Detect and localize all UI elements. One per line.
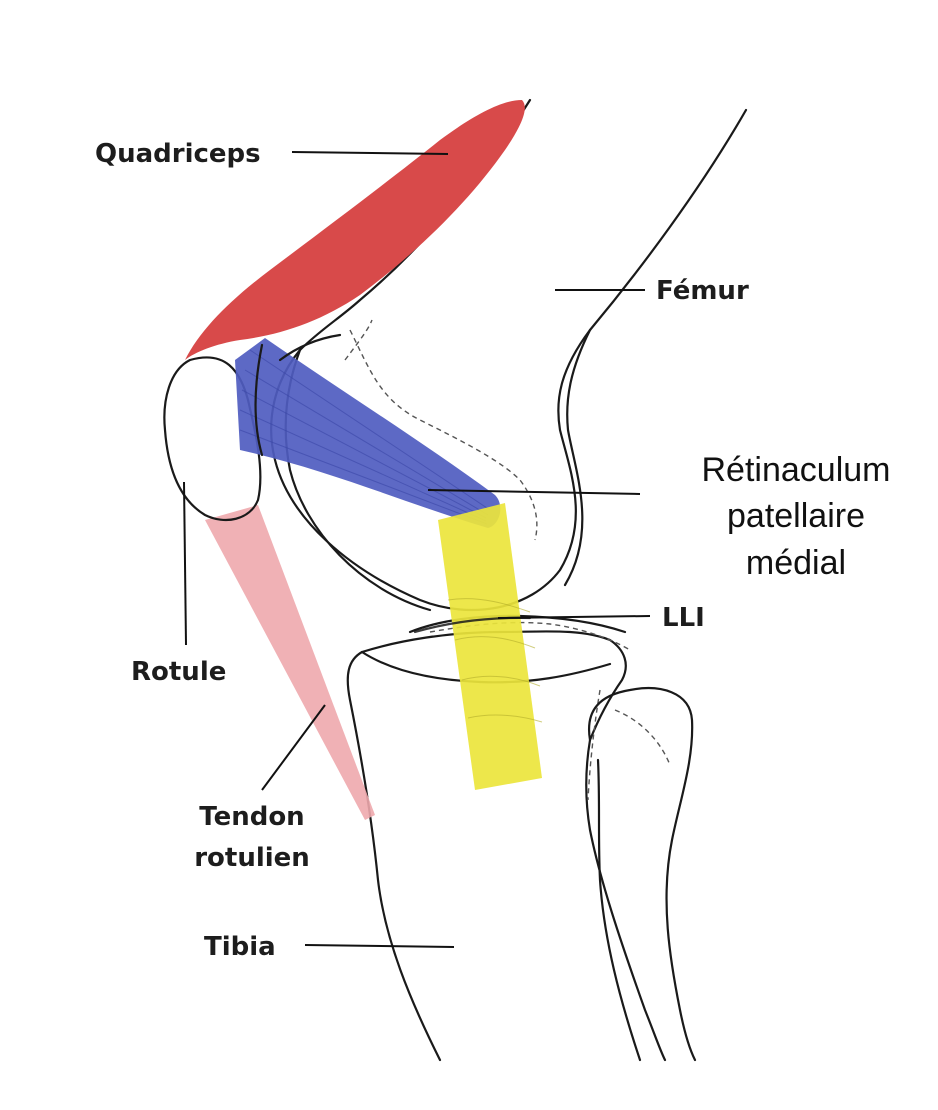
label-tendon-2: rotulien	[194, 843, 310, 873]
label-rotule: Rotule	[131, 657, 226, 687]
label-tibia: Tibia	[204, 932, 276, 962]
label-retinaculum-2: patellaire	[727, 497, 865, 535]
label-femur: Fémur	[656, 276, 749, 306]
label-retinaculum-1: Rétinaculum	[702, 451, 891, 489]
label-lli: LLI	[662, 603, 705, 633]
label-tendon-1: Tendon	[199, 802, 304, 832]
label-retinaculum-3: médial	[746, 544, 846, 582]
label-quadriceps: Quadriceps	[95, 139, 261, 169]
